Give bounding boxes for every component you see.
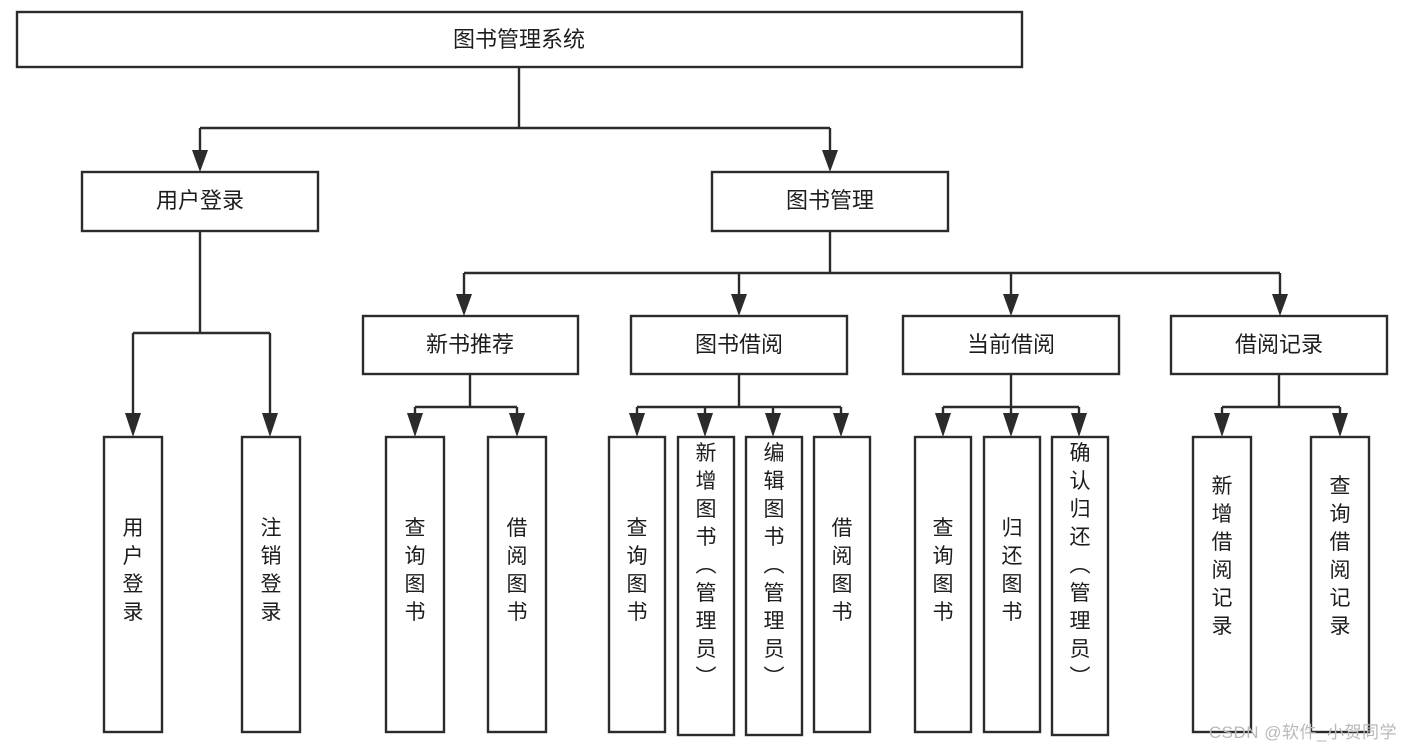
arrow-head-new-book-rec bbox=[456, 294, 472, 316]
leaf-node-query-borrow-record-label: 查询借阅记录 bbox=[1330, 475, 1351, 638]
leaf-node-add-borrow-record-label: 新增借阅记录 bbox=[1212, 475, 1233, 638]
arrow-head-leaf-confirm-return bbox=[1071, 413, 1087, 437]
arrow-head-leaf-edit-book bbox=[765, 413, 781, 437]
arrow-head-leaf-borrow-book-2 bbox=[833, 413, 849, 437]
arrow-head-leaf-logout bbox=[262, 413, 278, 437]
node-borrowing-record-label: 借阅记录 bbox=[1235, 332, 1323, 357]
leaf-node-logout[interactable]: 注销登录 bbox=[240, 435, 302, 734]
leaf-node-borrow-book-borrowing[interactable]: 借阅图书 bbox=[812, 435, 872, 734]
leaf-node-query-book-borrowing-label: 查询图书 bbox=[627, 517, 648, 624]
leaf-node-query-book-current-label: 查询图书 bbox=[933, 517, 954, 624]
arrow-head-leaf-query-book-2 bbox=[629, 413, 645, 437]
leaf-node-borrow-book-newbook[interactable]: 借阅图书 bbox=[486, 435, 548, 734]
arrow-head-borrow-record bbox=[1272, 294, 1288, 316]
leaf-node-query-book-newbook-label: 查询图书 bbox=[405, 517, 426, 624]
leaf-node-query-book-current[interactable]: 查询图书 bbox=[913, 435, 973, 734]
leaf-node-add-book[interactable]: 新增图书︵管理员︶ bbox=[676, 435, 736, 737]
node-user-login-label: 用户登录 bbox=[156, 188, 244, 213]
leaf-node-query-book-borrowing[interactable]: 查询图书 bbox=[607, 435, 667, 734]
leaf-node-confirm-return-label: 确认归还︵管理员︶ bbox=[1070, 442, 1091, 689]
leaf-node-query-book-newbook[interactable]: 查询图书 bbox=[384, 435, 446, 734]
node-new-book-recommendation[interactable]: 新书推荐 bbox=[361, 314, 580, 376]
node-new-book-recommendation-label: 新书推荐 bbox=[426, 332, 514, 357]
node-book-management[interactable]: 图书管理 bbox=[710, 170, 950, 233]
node-current-borrowing[interactable]: 当前借阅 bbox=[901, 314, 1121, 376]
leaf-node-confirm-return[interactable]: 确认归还︵管理员︶ bbox=[1050, 435, 1110, 737]
leaf-node-borrow-book-borrowing-label: 借阅图书 bbox=[832, 517, 853, 624]
arrow-head-leaf-add-book bbox=[697, 413, 713, 437]
arrow-head-leaf-user-login bbox=[125, 413, 141, 437]
arrow-head-leaf-add-record bbox=[1214, 413, 1230, 437]
leaf-node-query-borrow-record[interactable]: 查询借阅记录 bbox=[1309, 435, 1371, 734]
node-root-book-management-system[interactable]: 图书管理系统 bbox=[15, 10, 1024, 69]
arrow-head-leaf-borrow-book-1 bbox=[509, 413, 525, 437]
leaf-nodes: 用户登录 注销登录 查询图书 借阅图书 查询图书 新 bbox=[102, 435, 1371, 737]
arrow-head-leaf-query-record bbox=[1332, 413, 1348, 437]
leaf-node-return-book[interactable]: 归还图书 bbox=[982, 435, 1042, 734]
leaf-node-user-login[interactable]: 用户登录 bbox=[102, 435, 164, 734]
node-book-borrowing-label: 图书借阅 bbox=[695, 332, 783, 357]
arrow-head-user-login bbox=[192, 150, 208, 172]
node-book-management-label: 图书管理 bbox=[786, 188, 874, 213]
leaf-node-add-book-label: 新增图书︵管理员︶ bbox=[696, 442, 717, 689]
node-current-borrowing-label: 当前借阅 bbox=[967, 332, 1055, 357]
leaf-node-add-borrow-record[interactable]: 新增借阅记录 bbox=[1191, 435, 1253, 734]
arrow-head-leaf-query-book-3 bbox=[935, 413, 951, 437]
arrow-head-book-manage bbox=[822, 150, 838, 172]
leaf-node-borrow-book-newbook-label: 借阅图书 bbox=[507, 517, 528, 624]
csdn-watermark: CSDN @软件_小贺同学 bbox=[1208, 723, 1397, 742]
node-root-label: 图书管理系统 bbox=[453, 27, 585, 52]
leaf-node-edit-book-label: 编辑图书︵管理员︶ bbox=[764, 442, 785, 689]
node-borrowing-record[interactable]: 借阅记录 bbox=[1169, 314, 1389, 376]
arrow-head-current-borrow bbox=[1003, 294, 1019, 316]
leaf-node-edit-book[interactable]: 编辑图书︵管理员︶ bbox=[744, 435, 804, 737]
node-book-borrowing[interactable]: 图书借阅 bbox=[629, 314, 849, 376]
arrow-head-book-borrow bbox=[731, 294, 747, 316]
node-user-login[interactable]: 用户登录 bbox=[80, 170, 320, 233]
leaf-node-logout-label: 注销登录 bbox=[261, 517, 282, 624]
connectors bbox=[125, 67, 1348, 437]
leaf-node-user-login-label: 用户登录 bbox=[123, 517, 144, 624]
arrow-head-leaf-query-book-1 bbox=[407, 413, 423, 437]
leaf-node-return-book-label: 归还图书 bbox=[1002, 517, 1023, 624]
arrow-head-leaf-return-book bbox=[1003, 413, 1019, 437]
